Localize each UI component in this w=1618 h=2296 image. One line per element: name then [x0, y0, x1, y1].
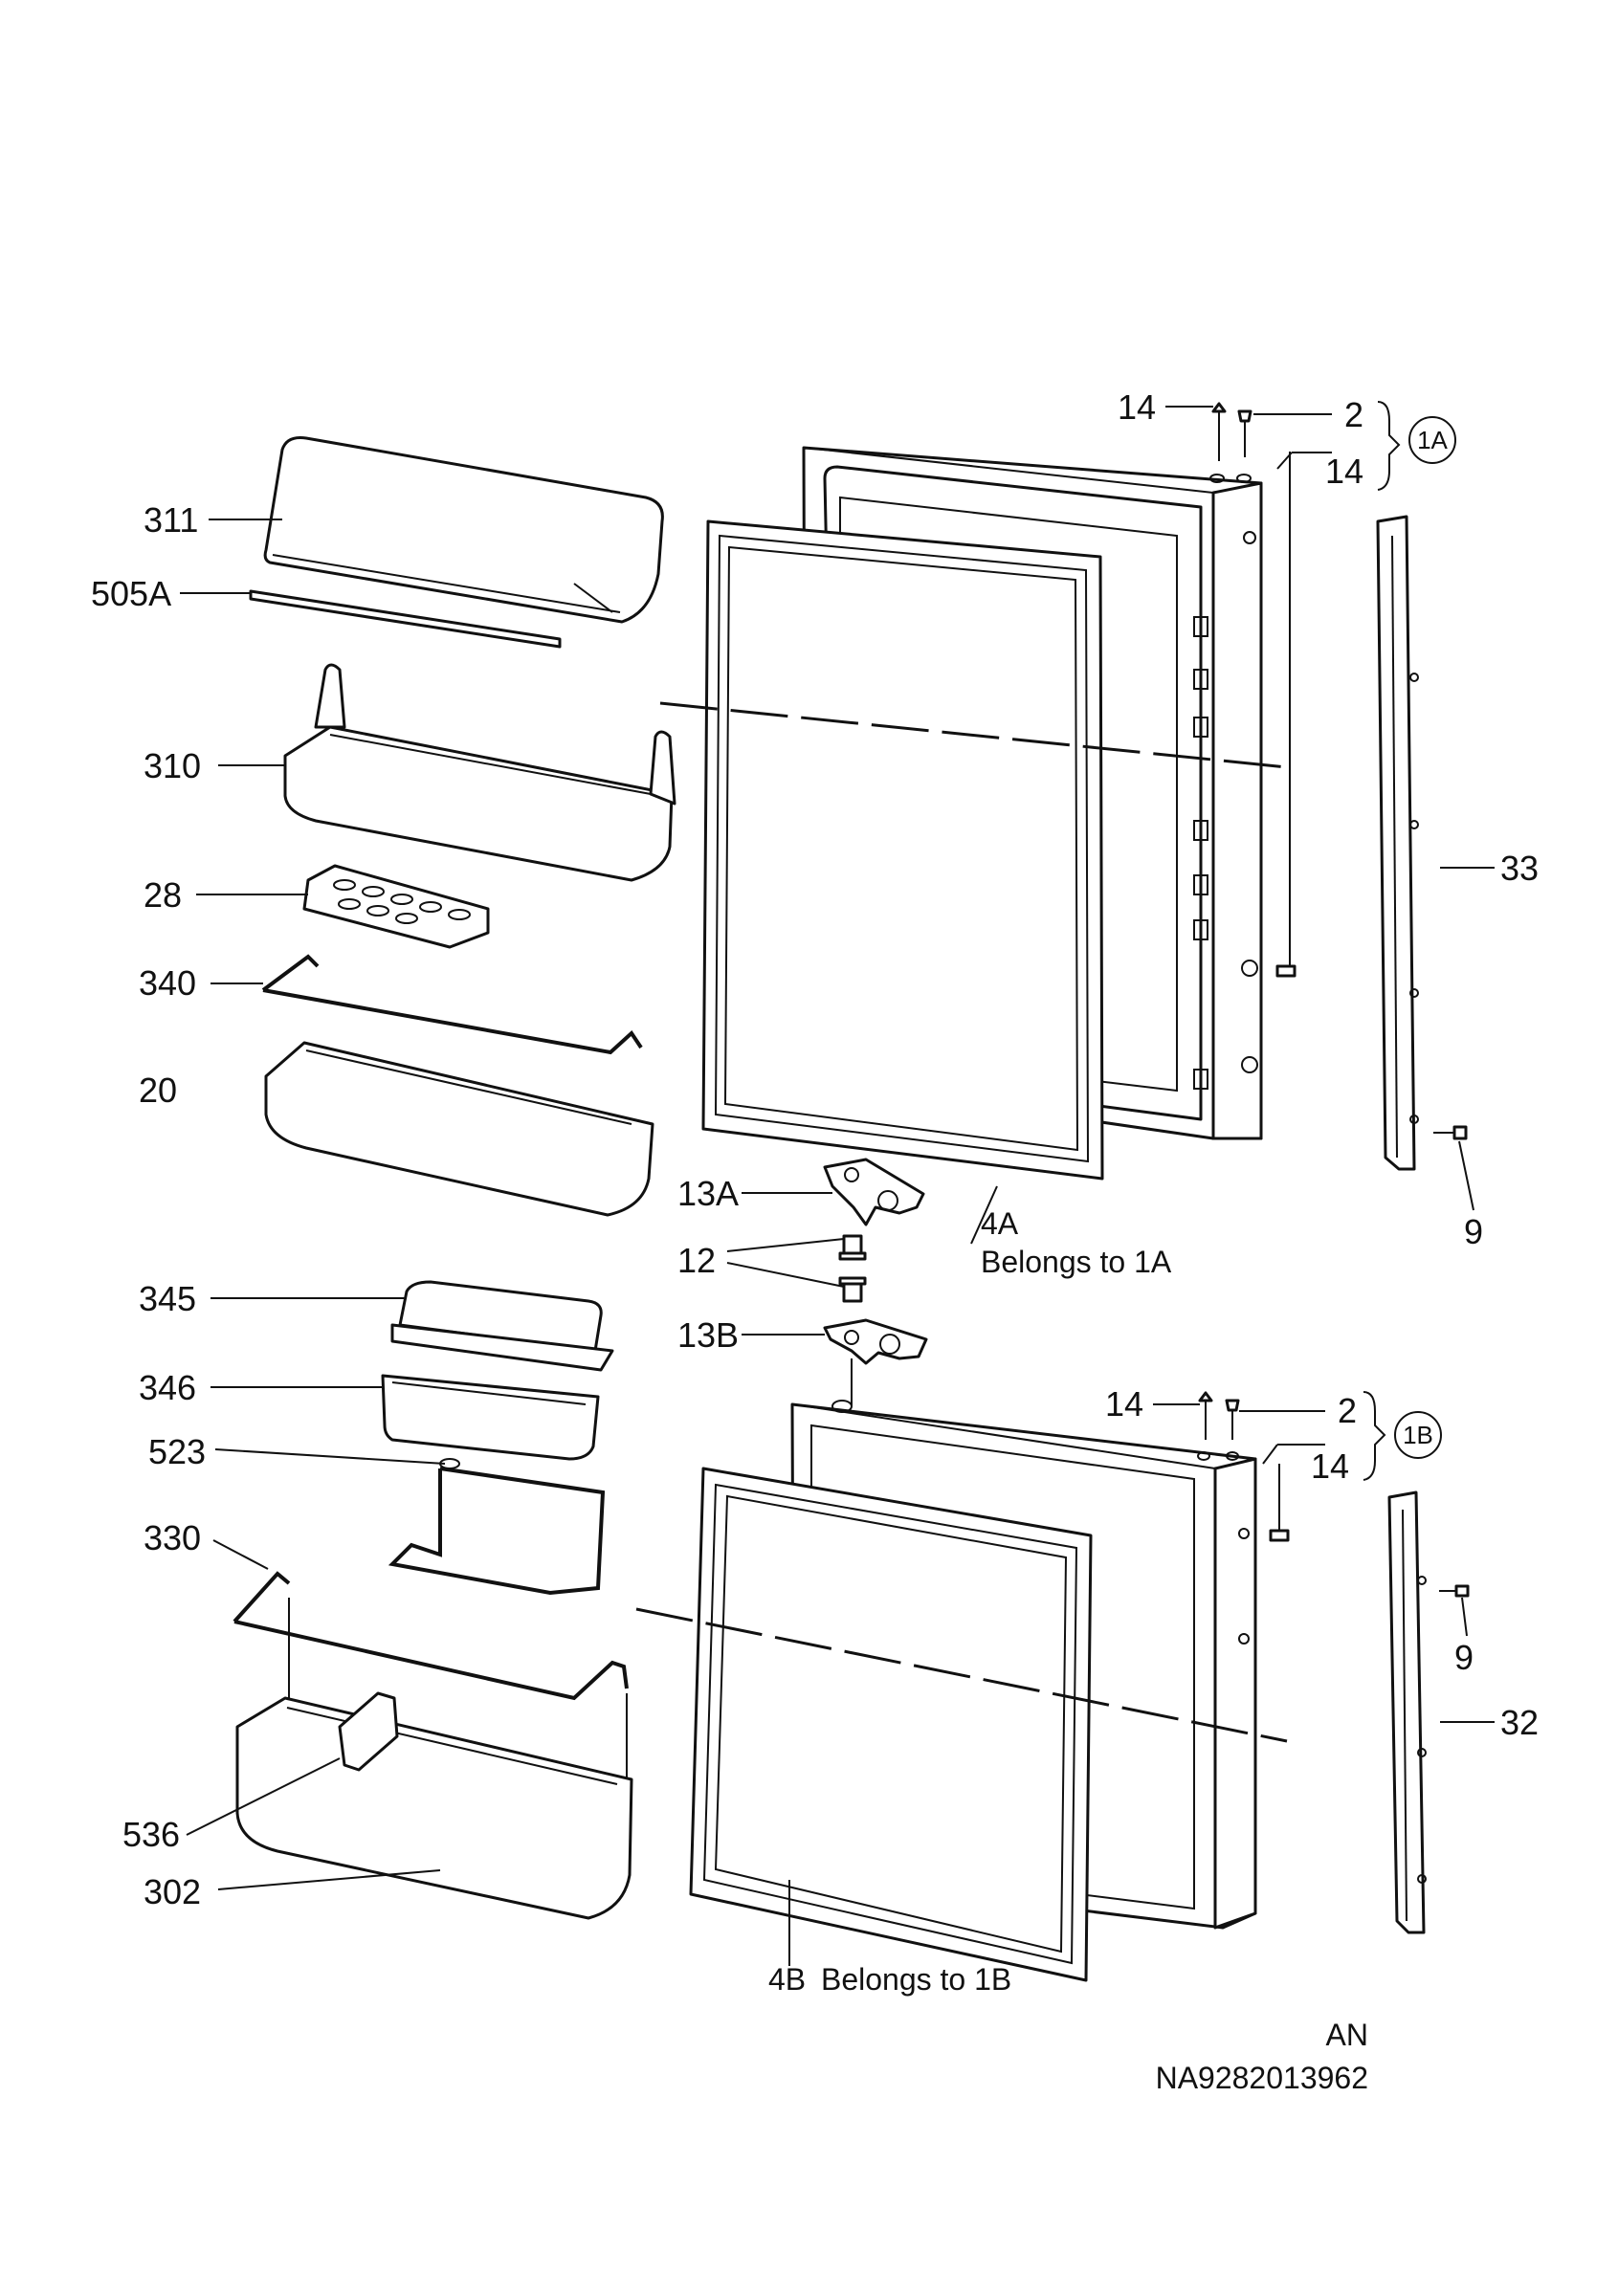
label-2-b: 2 — [1338, 1391, 1357, 1430]
label-14-top-a: 14 — [1118, 387, 1156, 427]
part-345-lid — [390, 1280, 614, 1372]
part-340-rail — [261, 954, 643, 1055]
hinge-pin-12-lower — [838, 1276, 867, 1303]
leader-lines — [180, 401, 1495, 1966]
lower-screws — [1198, 1391, 1470, 1598]
label-346: 346 — [139, 1368, 196, 1407]
hinge-pin-12-upper — [838, 1234, 867, 1261]
label-4a: 4A — [981, 1206, 1019, 1241]
label-13b: 13B — [677, 1315, 739, 1355]
label-523: 523 — [148, 1432, 206, 1471]
callout-circle-1a — [1408, 416, 1456, 464]
label-505a: 505A — [91, 574, 171, 613]
label-1a: 1A — [1417, 426, 1448, 454]
label-311: 311 — [144, 500, 198, 540]
label-13a: 13A — [677, 1174, 739, 1213]
hinge-13b — [823, 1318, 928, 1406]
label-345: 345 — [139, 1279, 196, 1318]
part-302-shelf — [235, 1696, 633, 1920]
label-536: 536 — [122, 1815, 180, 1854]
label-330: 330 — [144, 1518, 201, 1557]
label-14-side-a: 14 — [1325, 452, 1363, 491]
callout-circle-1b — [1394, 1411, 1442, 1459]
hinge-cover-strip-32 — [1387, 1490, 1427, 1934]
hinge-cover-strip-33 — [1376, 515, 1419, 1171]
part-505a-rod — [249, 589, 562, 649]
footer-drawing-number: NA9282013962 — [1156, 2061, 1368, 2095]
label-28: 28 — [144, 875, 182, 915]
part-346-box — [381, 1374, 600, 1461]
part-330-rail — [233, 1571, 629, 1794]
part-311-cover — [263, 436, 664, 624]
label-9-b: 9 — [1454, 1638, 1474, 1677]
label-20: 20 — [139, 1071, 177, 1110]
label-14-side-b: 14 — [1311, 1446, 1349, 1486]
label-12: 12 — [677, 1241, 716, 1280]
part-536-divider — [338, 1691, 399, 1772]
part-310-shelf — [283, 663, 676, 882]
part-28-egg-tray — [302, 864, 490, 949]
label-4b: 4B — [768, 1962, 806, 1997]
label-4b-note: Belongs to 1B — [821, 1962, 1011, 1997]
label-33: 33 — [1500, 849, 1539, 888]
gasket-4a — [701, 519, 1104, 1181]
gasket-4b — [689, 1467, 1093, 1982]
label-340: 340 — [139, 963, 196, 1003]
part-labels: 311 505A 310 28 340 20 345 346 523 330 5… — [91, 387, 1539, 1997]
label-4a-note: Belongs to 1A — [981, 1245, 1172, 1279]
part-20-shelf — [264, 1041, 654, 1217]
upper-screws — [1211, 402, 1468, 1140]
drawing-footer: AN NA9282013962 — [1156, 2018, 1368, 2095]
hinge-13a — [823, 1158, 925, 1226]
label-302: 302 — [144, 1872, 201, 1911]
label-1b: 1B — [1403, 1421, 1433, 1449]
label-14-top-b: 14 — [1105, 1384, 1143, 1424]
footer-code: AN — [1326, 2018, 1368, 2052]
label-32: 32 — [1500, 1703, 1539, 1742]
label-310: 310 — [144, 746, 201, 785]
part-523-wire — [388, 1458, 606, 1596]
label-9-a: 9 — [1464, 1212, 1483, 1251]
label-2-a: 2 — [1344, 395, 1363, 434]
